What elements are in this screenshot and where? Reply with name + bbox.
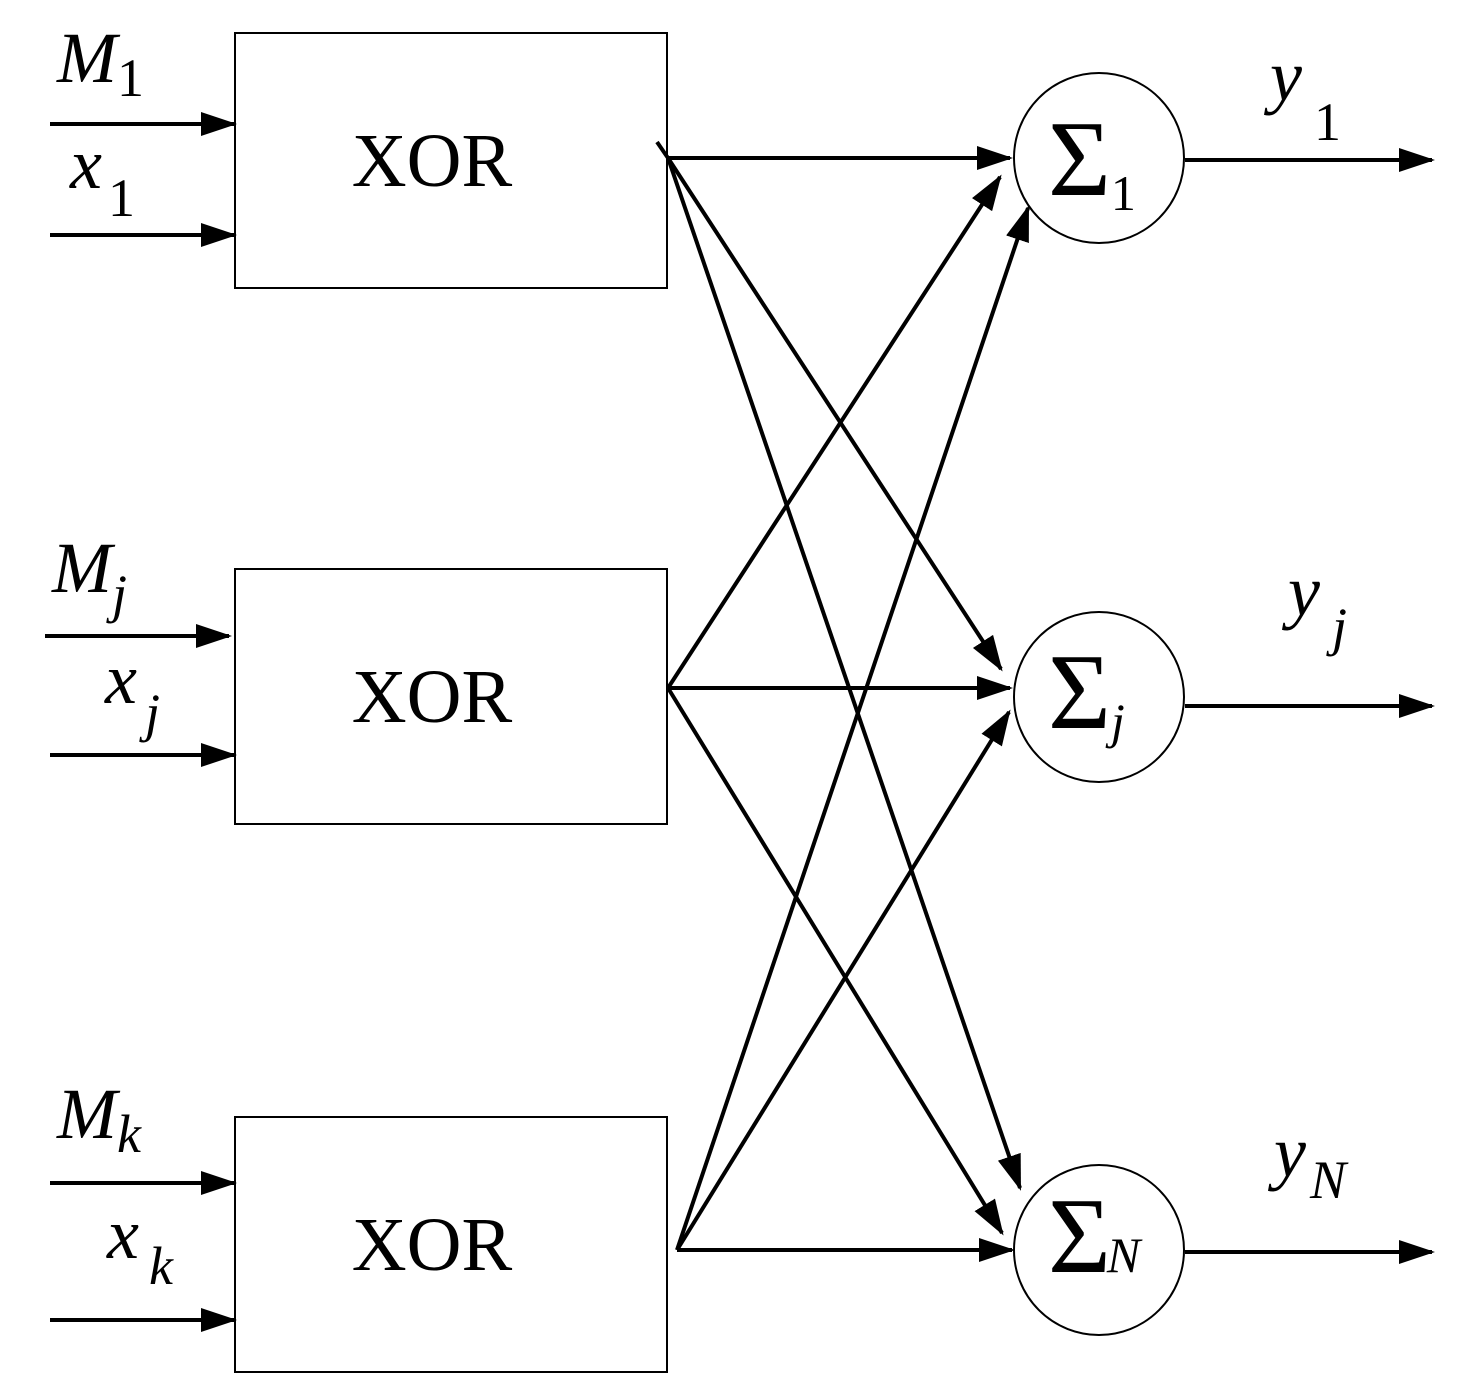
sum-node-1: Σ1 [1013, 72, 1185, 244]
sum-node-1-label: Σ1 [1048, 100, 1136, 221]
xor-gate-j-label: XOR [352, 655, 513, 739]
input-label-mk: Mk [56, 1074, 142, 1164]
sum-node-N: ΣN [1013, 1164, 1185, 1336]
wire-gate1-to-sumj [666, 156, 1003, 672]
wire-gatek-to-sum1 [675, 205, 1030, 1251]
xor-gate-k-label: XOR [352, 1203, 513, 1287]
sum-node-j: Σj [1013, 611, 1185, 783]
wire-gate1-to-sumN [666, 157, 1022, 1191]
wire-gatej-to-sum1 [666, 174, 1002, 690]
wire-gatek-to-sumj [675, 709, 1011, 1252]
xor-gate-1-box [234, 32, 668, 289]
input-label-m1: M1 [56, 18, 144, 108]
sum-node-j-circle [1013, 611, 1185, 783]
sum-node-N-label: ΣN [1048, 1177, 1143, 1296]
wire-gatej-to-sumN [666, 686, 1004, 1236]
xor-gate-1: XOR [234, 32, 668, 289]
sum-node-N-circle [1013, 1164, 1185, 1336]
output-label-yN: yN [1267, 1112, 1349, 1210]
input-label-mj: Mj [51, 528, 127, 624]
xor-gate-j: XOR [234, 568, 668, 825]
sum-node-j-label: Σj [1048, 633, 1125, 752]
xor-gate-j-box [234, 568, 668, 825]
sum-node-1-circle [1013, 72, 1185, 244]
xor-gate-k-box [234, 1116, 668, 1373]
gate1-output-stub [655, 140, 670, 160]
xor-gate-1-label: XOR [352, 119, 513, 203]
xor-gate-k: XOR [234, 1116, 668, 1373]
output-label-y1: y1 [1263, 36, 1341, 152]
